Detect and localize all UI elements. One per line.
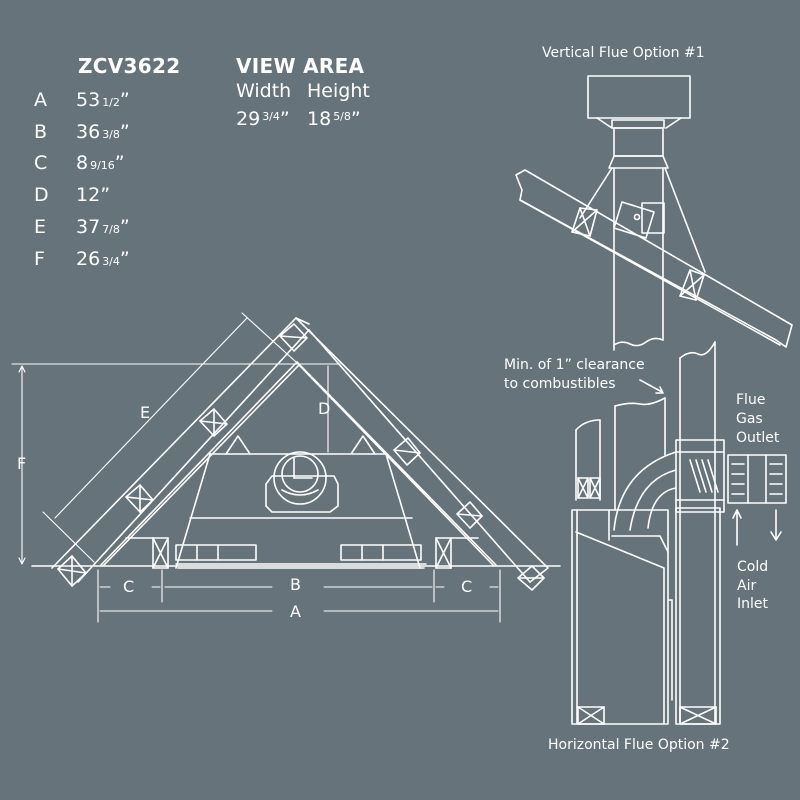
view-height-whole: 18 [307, 108, 332, 130]
spec-value: 26 [76, 248, 101, 270]
inch-mark: ” [119, 89, 130, 111]
view-width-fraction: 3/4 [262, 110, 280, 123]
horizontal-flue-drawing [571, 341, 787, 725]
cold-air-inlet-label-3: Inlet [737, 596, 768, 612]
spec-value: 37 [76, 216, 101, 238]
view-height-fraction: 5/8 [333, 110, 351, 123]
spec-value: 36 [76, 121, 101, 143]
cold-air-inlet-label-2: Air [737, 578, 757, 594]
spec-fraction: 3/8 [102, 128, 120, 141]
view-area-title: VIEW AREA [236, 54, 365, 78]
view-width-whole: 29 [236, 108, 261, 130]
spec-letter: F [34, 248, 45, 270]
arrow-down-icon [770, 509, 782, 541]
stud-icon [57, 323, 308, 587]
corner-fireplace-plan [11, 312, 561, 623]
inch-mark: ” [350, 108, 361, 130]
spec-fraction: 1/2 [102, 96, 120, 109]
dimension-label-f: F [17, 454, 27, 473]
flue-gas-outlet-label-3: Outlet [736, 430, 780, 446]
dimension-label-c-right: C [461, 577, 473, 596]
spec-letter: E [34, 216, 47, 238]
inch-mark: ” [279, 108, 290, 130]
spec-fraction: 3/4 [102, 255, 120, 268]
spec-row-d: D 12” [34, 184, 110, 206]
inch-mark: ” [119, 216, 130, 238]
dimension-label-b: B [290, 575, 301, 594]
vertical-flue-title: Vertical Flue Option #1 [542, 45, 705, 61]
spec-value: 12 [76, 184, 101, 206]
vertical-flue-drawing [515, 75, 793, 351]
flue-gas-outlet-label-2: Gas [736, 411, 763, 427]
spec-value: 53 [76, 89, 101, 111]
clearance-arrow-icon [639, 379, 664, 394]
view-width-label: Width [236, 80, 292, 102]
clearance-note-line2: to combustibles [504, 376, 616, 392]
spec-fraction: 9/16 [90, 159, 115, 172]
inch-mark: ” [114, 152, 125, 174]
spec-letter: A [34, 89, 47, 111]
spec-letter: C [34, 152, 48, 174]
spec-letter: D [34, 184, 49, 206]
spec-fraction: 7/8 [102, 223, 120, 236]
cold-air-inlet-label-1: Cold [737, 559, 769, 575]
horizontal-flue-title: Horizontal Flue Option #2 [548, 737, 730, 753]
model-number: ZCV3622 [78, 54, 181, 78]
spec-letter: B [34, 121, 48, 143]
dimension-label-d: D [318, 399, 331, 418]
dimension-label-c-left: C [123, 577, 135, 596]
inch-mark: ” [119, 248, 130, 270]
dimension-label-a: A [290, 602, 301, 621]
inch-mark: ” [100, 184, 111, 206]
stud-icon [393, 437, 545, 591]
clearance-note-line1: Min. of 1” clearance [504, 357, 645, 373]
inch-mark: ” [119, 121, 130, 143]
spec-value: 8 [76, 152, 89, 174]
flue-gas-outlet-label-1: Flue [736, 392, 766, 408]
flue-collar-icon [265, 451, 339, 513]
dimension-label-e: E [140, 403, 151, 422]
arrow-up-icon [732, 509, 742, 546]
view-height-label: Height [307, 80, 370, 102]
